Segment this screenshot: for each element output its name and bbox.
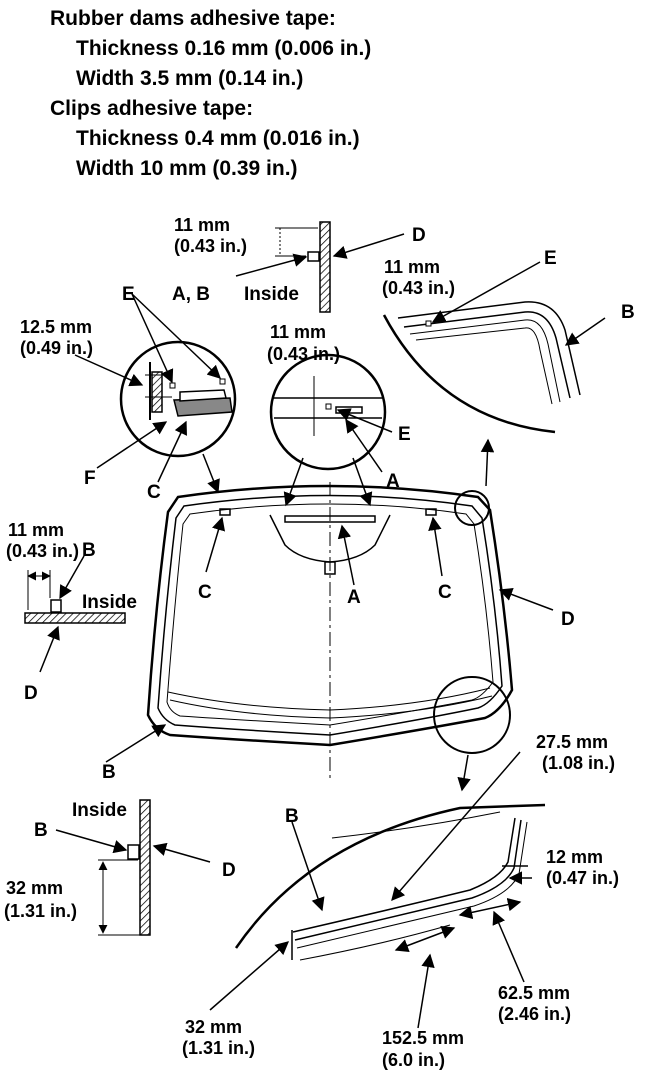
leader-lines <box>39 233 606 1029</box>
label-inside-bottom: Inside <box>72 800 127 821</box>
rubber-dams-spec-title: Rubber dams adhesive tape: <box>50 7 336 30</box>
dim-clip-12-5-in: (0.49 in.) <box>20 338 93 358</box>
clips-width: Width 10 mm (0.39 in.) <box>76 157 298 180</box>
dim-bottom-32-in: (1.31 in.) <box>4 901 77 921</box>
rubber-dam-a <box>284 515 376 523</box>
dim-62-5-in: (2.46 in.) <box>498 1004 571 1024</box>
label-inside-top: Inside <box>244 284 299 305</box>
label-b-main: B <box>102 762 116 783</box>
dim-bottom-32-mm: 32 mm <box>6 878 63 898</box>
section-top <box>275 221 331 313</box>
label-b-corner-bottom: B <box>285 806 299 827</box>
dim-left-11-mm: 11 mm <box>8 520 64 540</box>
dim-corner-11-mm: 11 mm <box>384 257 440 277</box>
label-d-bottom: D <box>222 860 236 881</box>
dim-27-5-mm: 27.5 mm <box>536 732 608 752</box>
dim-center-11-mm: 11 mm <box>270 322 326 342</box>
dim-top-11-in: (0.43 in.) <box>174 236 247 256</box>
label-a-detail: A <box>386 471 400 492</box>
label-c-left: C <box>198 582 212 603</box>
bottom-corner-detail <box>234 803 546 961</box>
label-inside-left: Inside <box>82 592 137 613</box>
section-bottom <box>98 799 151 936</box>
dim-corner-32-mm: 32 mm <box>185 1017 242 1037</box>
dim-152-5-mm: 152.5 mm <box>382 1028 464 1048</box>
clip-detail <box>119 340 237 458</box>
label-b-corner: B <box>621 302 635 323</box>
label-d-right: D <box>561 609 575 630</box>
label-ab: A, B <box>172 284 210 305</box>
windshield-glass <box>146 482 514 780</box>
clip-c-left <box>219 508 231 516</box>
corner-callout-circle <box>454 490 490 526</box>
label-c-detail: C <box>147 482 161 503</box>
dim-left-11-in: (0.43 in.) <box>6 541 79 561</box>
label-a-main: A <box>347 587 361 608</box>
dim-12-mm: 12 mm <box>546 847 603 867</box>
clips-thickness: Thickness 0.4 mm (0.016 in.) <box>76 127 360 150</box>
label-e-center: E <box>398 424 411 445</box>
label-e-left: E <box>122 284 135 305</box>
section-left <box>24 570 126 624</box>
dim-62-5-mm: 62.5 mm <box>498 983 570 1003</box>
label-d-top: D <box>412 225 426 246</box>
dim-corner-32-in: (1.31 in.) <box>182 1038 255 1058</box>
dim-center-11-in: (0.43 in.) <box>267 344 340 364</box>
label-f: F <box>84 468 96 489</box>
dim-12-in: (0.47 in.) <box>546 868 619 888</box>
label-b-bottom: B <box>34 820 48 841</box>
label-e-corner: E <box>544 248 557 269</box>
corner-detail <box>382 301 581 434</box>
rubber-dams-thickness: Thickness 0.16 mm (0.006 in.) <box>76 37 372 60</box>
rubber-dams-width: Width 3.5 mm (0.14 in.) <box>76 67 304 90</box>
bottom-callout-circle <box>433 676 511 754</box>
clip-c-right <box>425 508 437 516</box>
dim-top-11-mm: 11 mm <box>174 215 230 235</box>
dim-27-5-in: (1.08 in.) <box>542 753 615 773</box>
dim-152-5-in: (6.0 in.) <box>382 1050 445 1070</box>
label-c-right: C <box>438 582 452 603</box>
label-b-left: B <box>82 540 96 561</box>
clips-spec-title: Clips adhesive tape: <box>50 97 254 120</box>
dim-corner-11-in: (0.43 in.) <box>382 278 455 298</box>
label-d-left: D <box>24 683 38 704</box>
dim-clip-12-5-mm: 12.5 mm <box>20 317 92 337</box>
